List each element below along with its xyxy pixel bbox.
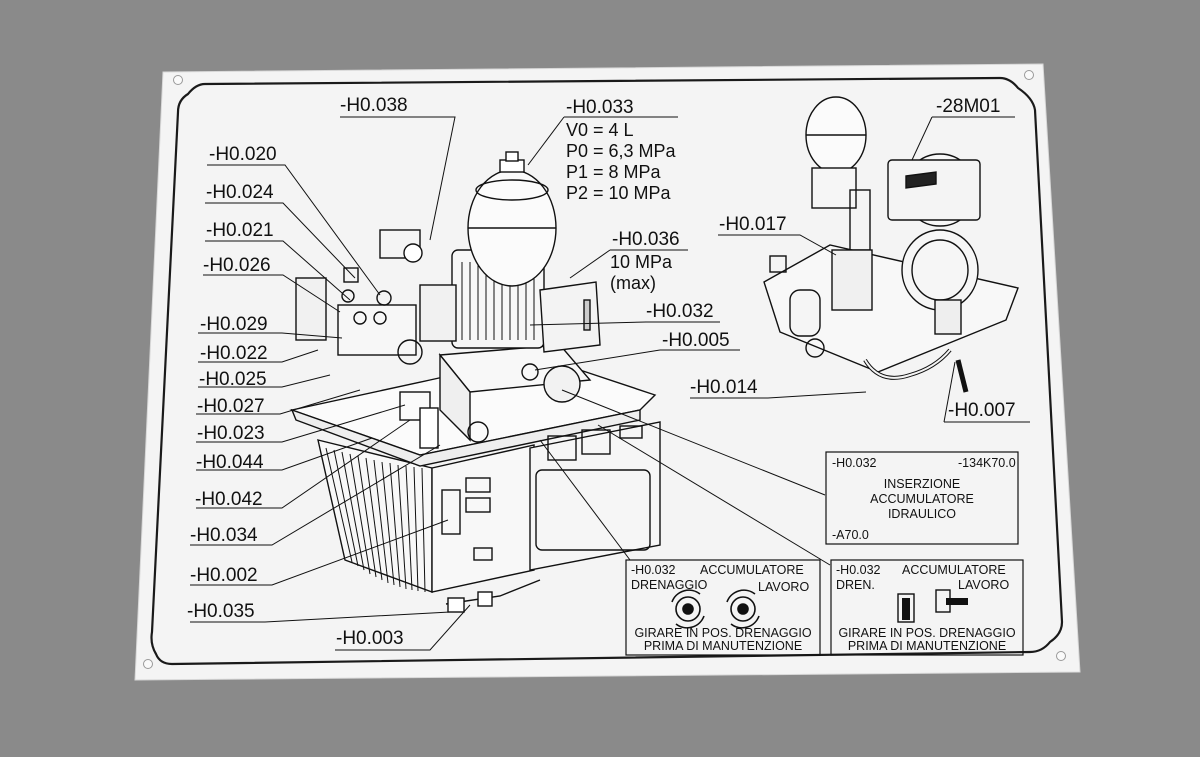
accumulator-specs: V0 = 4 L P0 = 6,3 MPa P1 = 8 MPa P2 = 10…: [566, 120, 676, 204]
info-box-line-1: INSERZIONE: [883, 477, 961, 491]
pressure-value: 10 MPa: [610, 252, 673, 272]
spec-v0: V0 = 4 L: [566, 120, 634, 140]
valve-right-tag: -H0.032: [836, 563, 881, 577]
callout-h0002: -H0.002: [190, 565, 258, 586]
valve-left-work-label: LAVORO: [758, 580, 810, 594]
spec-p0: P0 = 6,3 MPa: [566, 141, 676, 161]
callout-h0005: -H0.005: [662, 330, 730, 351]
valve-right-warning-1: GIRARE IN POS. DRENAGGIO: [838, 626, 1016, 640]
info-box-line-3: IDRAULICO: [887, 507, 957, 521]
info-box-tag: -H0.032: [832, 456, 877, 470]
valve-left-tag: -H0.032: [631, 563, 676, 577]
valve-left-warning-2: PRIMA DI MANUTENZIONE: [643, 639, 803, 653]
hydraulic-unit-drawing: [289, 151, 661, 613]
callout-h0038: -H0.038: [340, 95, 408, 116]
info-box-code: -134K70.0: [958, 456, 1016, 470]
callout-h0024: -H0.024: [206, 182, 274, 203]
callout-h0044: -H0.044: [196, 452, 264, 473]
pressure-max-note: (max): [610, 273, 656, 293]
valve-right-warning-2: PRIMA DI MANUTENZIONE: [847, 639, 1007, 653]
callout-h0033: -H0.033: [566, 97, 634, 118]
valve-right-work-label: LAVORO: [958, 578, 1010, 592]
drain-lever-icon: [897, 593, 915, 623]
valve-right-title: ACCUMULATORE: [902, 563, 1006, 577]
valve-right-drain-label: DREN.: [836, 578, 875, 592]
leader-lines: [190, 116, 1030, 651]
callout-h0022: -H0.022: [200, 343, 268, 364]
valve-left-warning-1: GIRARE IN POS. DRENAGGIO: [634, 626, 812, 640]
callout-h0007: -H0.007: [948, 400, 1016, 421]
info-box-line-2: ACCUMULATORE: [870, 492, 974, 506]
callout-h0034: -H0.034: [190, 525, 258, 546]
callout-h0023: -H0.023: [197, 423, 265, 444]
callout-h0017: -H0.017: [719, 214, 787, 235]
callout-h0025: -H0.025: [199, 369, 267, 390]
drain-knob-icon: [671, 589, 705, 629]
info-box-location: -A70.0: [832, 528, 869, 542]
spec-p1: P1 = 8 MPa: [566, 162, 661, 182]
callout-h0029: -H0.029: [200, 314, 268, 335]
info-box-frame: [825, 451, 1019, 545]
callout-h0036: -H0.036: [612, 229, 680, 250]
callout-h0027: -H0.027: [197, 396, 265, 417]
mount-hole: [143, 659, 153, 669]
mount-hole: [173, 75, 183, 85]
callout-h0003: -H0.003: [336, 628, 404, 649]
callout-h0026: -H0.026: [203, 255, 271, 276]
callout-h0042: -H0.042: [195, 489, 263, 510]
callout-h0014: -H0.014: [690, 377, 758, 398]
plate-border: [150, 76, 1064, 666]
auxiliary-assembly-drawing: [763, 96, 1019, 393]
callout-h0021: -H0.021: [206, 220, 274, 241]
work-knob-icon: [726, 589, 760, 629]
valve-plate-right-frame: [830, 559, 1024, 656]
valve-plate-left-frame: [625, 559, 821, 656]
callout-h0020: -H0.020: [209, 144, 277, 165]
mount-hole: [1056, 651, 1066, 661]
mount-hole: [1024, 70, 1034, 80]
callout-h0032: -H0.032: [646, 301, 714, 322]
callout-h0035: -H0.035: [187, 601, 255, 622]
spec-p2: P2 = 10 MPa: [566, 183, 671, 203]
callout-28m01: -28M01: [936, 96, 1001, 117]
valve-left-drain-label: DRENAGGIO: [631, 578, 708, 592]
valve-left-title: ACCUMULATORE: [700, 563, 804, 577]
pressure-max: 10 MPa (max): [610, 252, 672, 294]
work-lever-icon: [935, 589, 968, 613]
